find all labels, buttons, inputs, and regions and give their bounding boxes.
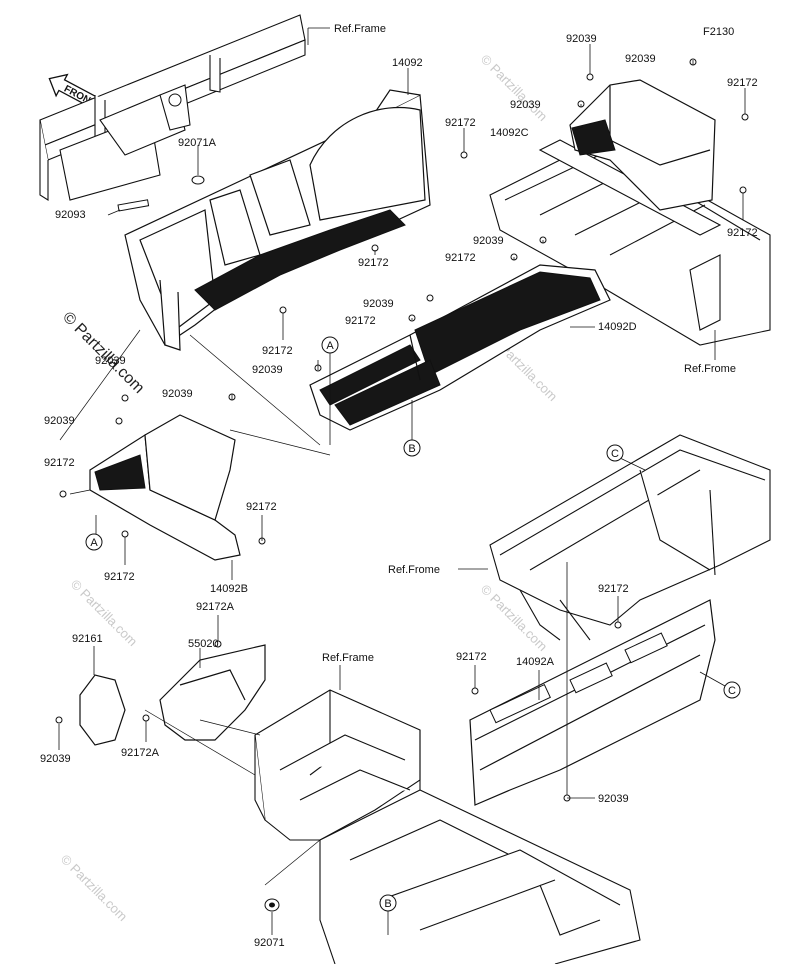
side-panel-section <box>59 393 266 561</box>
label-92039: 92039 <box>162 388 193 400</box>
label-92039: 92039 <box>363 298 394 310</box>
front-frame-section <box>39 14 468 351</box>
callout-a-label: A <box>326 340 334 352</box>
label-92039: 92039 <box>44 415 75 427</box>
label-92172: 92172 <box>456 651 487 663</box>
floor-panel-section <box>309 236 611 431</box>
bed-section <box>469 434 771 806</box>
guard-92161 <box>79 674 126 746</box>
label-92172: 92172 <box>345 315 376 327</box>
label-92172: 92172 <box>445 252 476 264</box>
label-92172: 92172 <box>262 345 293 357</box>
label-92172: 92172 <box>358 257 389 269</box>
floor-mat-front <box>194 209 406 311</box>
label-92172: 92172 <box>104 571 135 583</box>
diagram-code: F2130 <box>703 26 734 38</box>
label-92093: 92093 <box>55 209 86 221</box>
callout-b-frame: B <box>379 894 397 912</box>
label-92039: 92039 <box>566 33 597 45</box>
callout-b-floor: B <box>403 439 421 457</box>
label-92172: 92172 <box>445 117 476 129</box>
label-14092a: 14092A <box>516 656 555 668</box>
label-92039: 92039 <box>40 753 71 765</box>
callout-a-label: A <box>90 537 98 549</box>
label-92172: 92172 <box>44 457 75 469</box>
label-92172: 92172 <box>598 583 629 595</box>
label-92039: 92039 <box>625 53 656 65</box>
main-frame-section <box>254 689 641 964</box>
part-labels: 14092 92071A 92093 92172 92172 92172 920… <box>40 33 758 949</box>
callout-c-bed: C <box>606 444 624 462</box>
callout-a-side: A <box>85 533 103 551</box>
label-92039: 92039 <box>473 235 504 247</box>
label-14092: 14092 <box>392 57 423 69</box>
reference-lines <box>59 329 331 886</box>
callout-c-label: C <box>611 448 619 460</box>
ref-frame-label-top: Ref.Frame <box>334 23 386 35</box>
lower-guard-section <box>55 640 266 746</box>
label-92172: 92172 <box>727 77 758 89</box>
watermark: © Partzilla.com <box>478 52 551 125</box>
watermark: © Partzilla.com <box>59 309 147 397</box>
callout-c-panel: C <box>723 681 741 699</box>
label-92039: 92039 <box>510 99 541 111</box>
callout-c-label: C <box>728 685 736 697</box>
label-55020: 55020 <box>188 638 219 650</box>
label-92172a: 92172A <box>121 747 160 759</box>
ref-frame-label-right: Ref.Frome <box>684 363 736 375</box>
leader-lines <box>58 27 746 935</box>
label-92039: 92039 <box>598 793 629 805</box>
ref-frame-label-middle: Ref.Frome <box>388 564 440 576</box>
label-92039: 92039 <box>95 355 126 367</box>
rear-frame-section <box>489 58 771 346</box>
label-92172: 92172 <box>246 501 277 513</box>
label-92172: 92172 <box>727 227 758 239</box>
label-14092c: 14092C <box>490 127 529 139</box>
callout-b-label: B <box>408 443 415 455</box>
label-14092b: 14092B <box>210 583 248 595</box>
watermark: © Partzilla.com <box>58 852 131 925</box>
label-14092d: 14092D <box>598 321 637 333</box>
label-92071a: 92071A <box>178 137 217 149</box>
ref-frame-labels: Ref.Frame Ref.Frome Ref.Frome Ref.Frame <box>322 23 736 664</box>
label-92161: 92161 <box>72 633 103 645</box>
label-92172a: 92172A <box>196 601 235 613</box>
ref-frame-label-bottom: Ref.Frame <box>322 652 374 664</box>
callout-b-label: B <box>384 898 391 910</box>
label-92071: 92071 <box>254 937 285 949</box>
callout-a-floor: A <box>321 336 339 354</box>
label-92039: 92039 <box>252 364 283 376</box>
